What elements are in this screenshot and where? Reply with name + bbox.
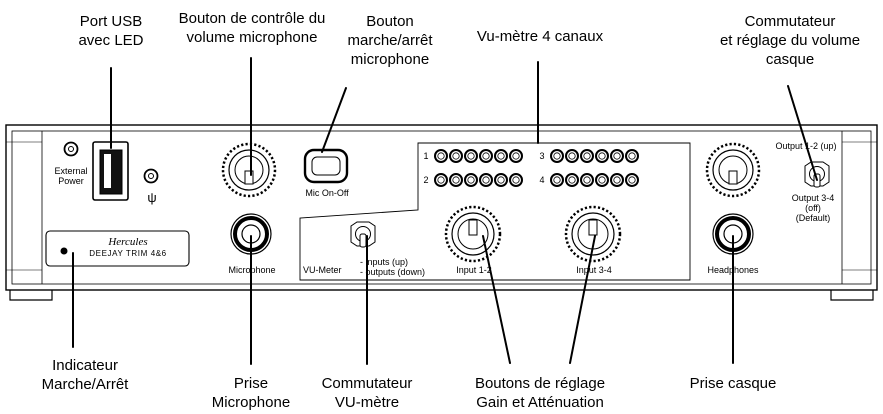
vu-led — [449, 173, 463, 187]
vu-led-inner — [467, 152, 475, 160]
mic-volume-knob — [221, 142, 277, 198]
vu-led-inner — [628, 152, 636, 160]
mic-on-off-button — [303, 148, 349, 184]
brand-badge — [45, 230, 190, 267]
gain-knobs-callout: Boutons de réglage Gain et Atténuation — [474, 375, 606, 411]
vu-led-inner — [553, 152, 561, 160]
vu-led — [610, 173, 624, 187]
vu-led — [595, 173, 609, 187]
vu-meter-label: VU-Meter — [303, 265, 342, 275]
microphone-label: Microphone — [228, 265, 276, 275]
model-name: DEEJAY TRIM 4&6 — [89, 249, 167, 258]
channel-4-label: 4 — [539, 175, 545, 185]
vu-led-inner — [437, 152, 445, 160]
vu-led-inner — [512, 152, 520, 160]
vu-led — [595, 149, 609, 163]
vu-led — [565, 149, 579, 163]
vu-led — [610, 149, 624, 163]
vu-led — [464, 173, 478, 187]
input-1-2-knob — [444, 205, 502, 263]
device-body — [5, 124, 878, 301]
vu-led — [625, 173, 639, 187]
vu-led-inner — [452, 176, 460, 184]
output-1-2-label: Output 1-2 (up) — [775, 141, 837, 151]
vu-led — [550, 149, 564, 163]
vu-led — [509, 149, 523, 163]
usb-port — [92, 141, 129, 201]
vu-led-inner — [613, 176, 621, 184]
vu-led-inner — [568, 176, 576, 184]
mic-jack-callout: Prise Microphone — [211, 375, 291, 411]
vu-led — [580, 149, 594, 163]
vu-section-outline — [299, 142, 691, 281]
vu-led — [494, 149, 508, 163]
vu-led-inner — [568, 152, 576, 160]
vu-led — [550, 173, 564, 187]
callout-lines — [72, 57, 818, 365]
vu-led — [625, 149, 639, 163]
channel-2-label: 2 — [423, 175, 429, 185]
vu-led-inner — [613, 152, 621, 160]
vu-led-inner — [583, 176, 591, 184]
usb-symbol-icon: ψ — [147, 190, 157, 205]
vu-led — [509, 173, 523, 187]
power-indicator-icon — [60, 247, 68, 255]
output-switch — [804, 161, 830, 188]
output-3-4-label: Output 3-4 (off) (Default) — [791, 193, 835, 223]
headphone-jack-callout: Prise casque — [689, 375, 777, 392]
headphone-volume-knob — [705, 142, 761, 198]
vu-led-inner — [583, 152, 591, 160]
vu-led — [494, 173, 508, 187]
input-3-4-knob — [564, 205, 622, 263]
vu-led-inner — [467, 176, 475, 184]
usb-port-callout: Port USB avec LED — [78, 13, 144, 49]
vu-led-inner — [512, 176, 520, 184]
vu-led-inner — [497, 152, 505, 160]
vu-led — [580, 173, 594, 187]
power-indicator-callout: Indicateur Marche/Arrêt — [41, 357, 129, 393]
vu-switch-modes: - inputs (up) - outputs (down) — [360, 257, 426, 277]
vu-led — [449, 149, 463, 163]
vu-meter-leds — [434, 149, 639, 187]
external-power-led — [63, 141, 79, 157]
vu-led — [464, 149, 478, 163]
vu-meter-callout: Vu-mètre 4 canaux — [476, 28, 604, 45]
headphones-label: Headphones — [707, 265, 759, 275]
vu-led-inner — [482, 152, 490, 160]
headphone-switch-callout: Commutateur et réglage du volume casque — [719, 13, 861, 68]
vu-led-inner — [553, 176, 561, 184]
vu-led-inner — [598, 176, 606, 184]
vu-led-inner — [598, 152, 606, 160]
vu-led-inner — [482, 176, 490, 184]
mic-on-off-label: Mic On-Off — [305, 188, 349, 198]
mic-volume-knob-callout: Bouton de contrôle du volume microphone — [178, 10, 326, 46]
vu-led — [434, 173, 448, 187]
vu-led-inner — [497, 176, 505, 184]
vu-led — [434, 149, 448, 163]
vu-led — [479, 173, 493, 187]
channel-3-label: 3 — [539, 151, 545, 161]
external-power-label: External Power — [54, 166, 88, 186]
vu-led — [565, 173, 579, 187]
mic-switch-callout: Bouton marche/arrêt microphone — [347, 13, 433, 68]
vu-led — [479, 149, 493, 163]
vu-led-inner — [437, 176, 445, 184]
input-3-4-label: Input 3-4 — [576, 265, 612, 275]
vu-meter-switch — [350, 221, 376, 248]
usb-led — [143, 168, 159, 184]
channel-1-label: 1 — [423, 151, 429, 161]
brand-name: Hercules — [108, 236, 148, 248]
vu-led-inner — [628, 176, 636, 184]
vu-switch-callout: Commutateur VU-mètre — [321, 375, 413, 411]
vu-led-inner — [452, 152, 460, 160]
input-1-2-label: Input 1-2 — [456, 265, 492, 275]
